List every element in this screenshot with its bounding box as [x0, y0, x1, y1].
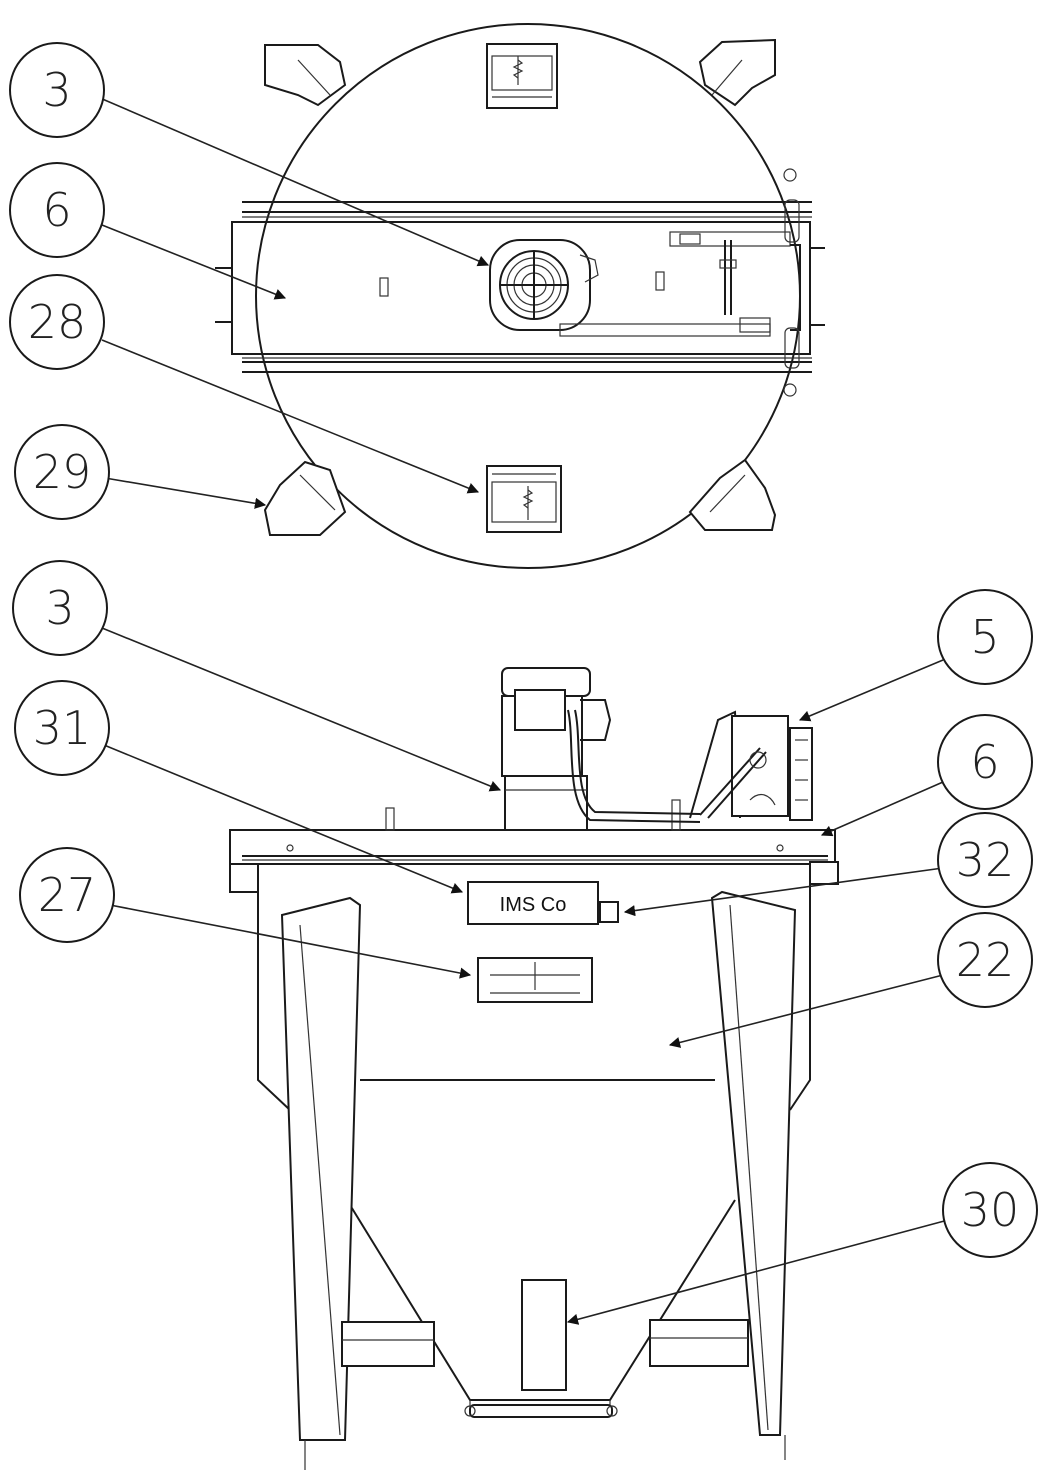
- callout-28-number: 28: [28, 295, 87, 349]
- document-holder: [521, 1279, 567, 1391]
- hopper-body: [257, 870, 811, 1410]
- leader-30: [566, 1219, 949, 1325]
- callout-6-side: 6: [937, 714, 1033, 810]
- warning-label-bottom: [486, 465, 562, 533]
- callouts: 3 6 28 29 3 31 27 5: [9, 42, 1038, 1258]
- leg-foot-top-left: [264, 44, 347, 107]
- leg-foot-top-right: [698, 38, 776, 107]
- callout-5-number: 5: [970, 610, 999, 664]
- leg-right: [710, 890, 797, 1460]
- ims-nameplate: IMS Co: [467, 881, 619, 925]
- warning-label-top: [486, 43, 558, 109]
- nameplate-label: IMS Co: [500, 894, 567, 916]
- callout-3-top-number: 3: [42, 63, 71, 117]
- callout-3-side: 3: [12, 560, 108, 656]
- callout-22: 22: [937, 912, 1033, 1008]
- callout-3-side-number: 3: [45, 581, 74, 635]
- bridge-beam-side: [229, 799, 839, 893]
- leader-22: [668, 974, 944, 1048]
- leader-5: [798, 659, 944, 722]
- leader-31: [103, 744, 464, 894]
- leader-6-top: [101, 224, 287, 300]
- callout-31-number: 31: [33, 701, 92, 755]
- leader-27: [109, 904, 472, 979]
- callout-6-side-number: 6: [970, 735, 999, 789]
- callout-32: 32: [937, 812, 1033, 908]
- callout-30: 30: [942, 1162, 1038, 1258]
- leader-29: [104, 477, 267, 509]
- callout-32-number: 32: [956, 833, 1015, 887]
- leg-foot-bottom-right: [688, 458, 777, 531]
- callout-31: 31: [14, 680, 110, 776]
- callout-6-top: 6: [9, 162, 105, 258]
- callout-30-number: 30: [961, 1183, 1020, 1237]
- motor-side: [501, 667, 701, 831]
- callout-27-number: 27: [38, 868, 97, 922]
- callout-27: 27: [19, 847, 115, 943]
- leader-28: [101, 339, 480, 494]
- bridge-beam: [215, 201, 825, 373]
- callout-29-number: 29: [33, 445, 92, 499]
- leader-3-top: [99, 97, 490, 267]
- leg-foot-bottom-left: [263, 460, 347, 536]
- leader-6-side: [820, 781, 944, 837]
- drive-frame-side: [689, 710, 813, 821]
- motor-top: [489, 239, 599, 331]
- top-view: [215, 23, 825, 569]
- callout-6-top-number: 6: [42, 183, 71, 237]
- discharge-gate: [464, 1404, 618, 1418]
- callout-5: 5: [937, 589, 1033, 685]
- decal-label-side: [477, 957, 593, 1003]
- leader-3-side: [101, 627, 502, 792]
- leader-32: [623, 867, 944, 917]
- callout-29: 29: [14, 424, 110, 520]
- callout-28: 28: [9, 274, 105, 370]
- beam-bolts: [379, 271, 665, 297]
- callout-22-number: 22: [956, 933, 1015, 987]
- leg-plates: [341, 1319, 749, 1367]
- leader-lines: [99, 97, 949, 1325]
- drive-mechanism-top: [559, 168, 801, 397]
- callout-3-top: 3: [9, 42, 105, 138]
- leg-left: [280, 896, 362, 1470]
- side-view: IMS Co: [229, 667, 839, 1470]
